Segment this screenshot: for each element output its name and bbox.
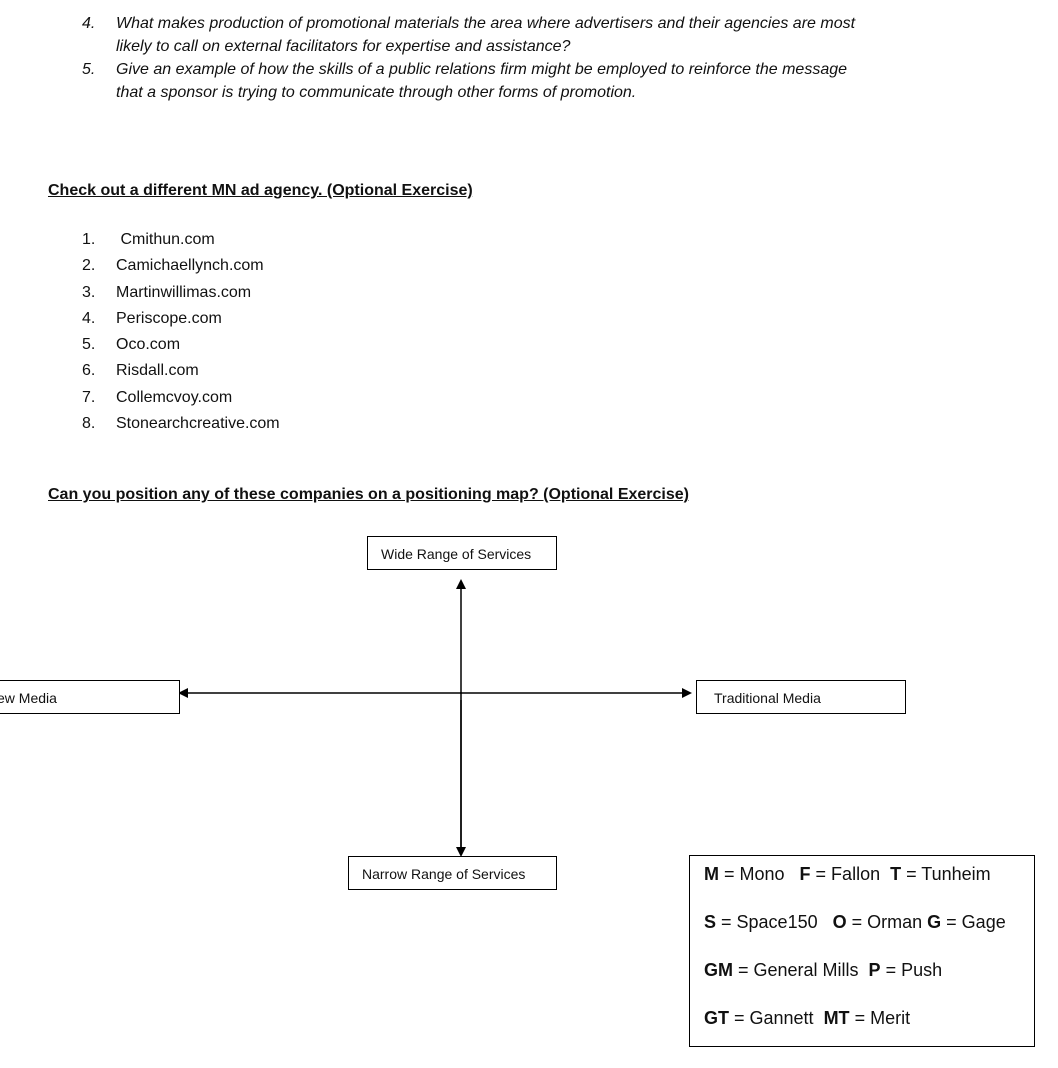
list-item: 2. Camichaellynch.com [82,255,264,277]
list-item-number: 4. [82,310,96,327]
list-item: 6. Risdall.com [82,360,199,382]
legend-key: O [832,912,847,932]
list-item-number: 8. [82,415,96,432]
question-line: What makes production of promotional mat… [116,15,856,32]
legend-line: M = Mono F = Fallon T = Tunheim [704,864,991,885]
wide-range-label: Wide Range of Services [381,546,532,562]
question-line: that a sponsor is trying to communicate … [116,84,637,101]
list-item-number: 3. [82,284,96,301]
legend-key: GT [704,1008,729,1028]
list-item-number: 7. [82,389,96,406]
legend-key: T [890,864,902,884]
map-section-title: Can you position any of these companies … [48,486,689,503]
legend-value: = Merit [849,1008,911,1028]
list-item-number: 2. [82,257,96,274]
narrow-range-label: Narrow Range of Services [362,866,526,882]
question-line: Give an example of how the skills of a p… [116,61,848,78]
legend-key: G [927,912,942,932]
legend-key: GM [704,960,733,980]
legend-value: = Fallon [810,864,891,884]
list-item-number: 1. [82,231,96,248]
legend-value: = Mono [719,864,800,884]
legend-value: = Tunheim [901,864,991,884]
legend-value: = Push [880,960,943,980]
legend-key: P [868,960,881,980]
traditional-media-label-box: Traditional Media [696,680,906,714]
list-item-label: Periscope.com [116,310,222,327]
new-media-label: ew Media [0,690,57,706]
list-item-label: Risdall.com [116,362,199,379]
question-number: 5. [82,61,96,78]
legend-value: = General Mills [733,960,869,980]
legend-key: F [799,864,811,884]
traditional-media-label: Traditional Media [714,690,821,706]
list-item-label: Martinwillimas.com [116,284,252,301]
legend-key: M [704,864,719,884]
list-item-label: Oco.com [116,336,181,353]
new-media-label-box: ew Media [0,680,180,714]
narrow-range-label-box: Narrow Range of Services [348,856,557,890]
legend-value: = Gage [941,912,1006,932]
list-item-number: 6. [82,362,96,379]
question-line: likely to call on external facilitators … [116,38,571,55]
legend-value: = Orman [846,912,928,932]
list-item-label: Camichaellynch.com [116,257,264,274]
question-text: Give an example of how the skills of a p… [116,58,936,104]
legend-value: = Space150 [716,912,833,932]
list-item-label: Stonearchcreative.com [116,415,280,432]
question-number: 4. [82,15,96,32]
agency-section-title: Check out a different MN ad agency. (Opt… [48,182,473,199]
list-item-label: Cmithun.com [116,231,215,248]
list-item-number: 5. [82,336,96,353]
list-item-label: Collemcvoy.com [116,389,233,406]
list-item: 1. Cmithun.com [82,229,215,251]
list-item: 8. Stonearchcreative.com [82,413,280,435]
list-item: 3. Martinwillimas.com [82,282,251,304]
legend-line: GT = Gannett MT = Merit [704,1008,910,1029]
legend-line: GM = General Mills P = Push [704,960,942,981]
list-item: 7. Collemcvoy.com [82,387,232,409]
list-item: 4. Periscope.com [82,308,222,330]
legend-key: S [704,912,717,932]
legend-box: M = Mono F = Fallon T = Tunheim S = Spac… [689,855,1035,1047]
legend-key: MT [823,1008,850,1028]
legend-value: = Gannett [729,1008,824,1028]
question-text: What makes production of promotional mat… [116,12,936,58]
legend-line: S = Space150 O = Orman G = Gage [704,912,1006,933]
list-item: 5. Oco.com [82,334,180,356]
wide-range-label-box: Wide Range of Services [367,536,557,570]
